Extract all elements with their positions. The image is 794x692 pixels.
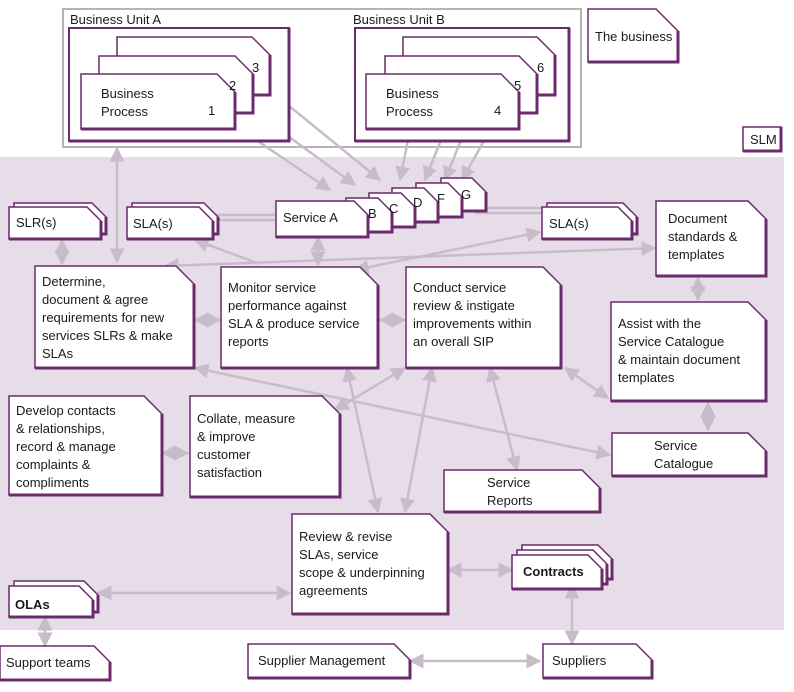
business-process-1-box-edge (81, 92, 237, 131)
slr-box-edge (9, 221, 103, 241)
service-a-label: Service A (283, 210, 338, 225)
develop-label: Develop contacts & relationships, record… (16, 403, 116, 490)
process-number-6: 6 (537, 60, 545, 75)
conduct-box-edge (406, 285, 563, 370)
determine-box-edge (35, 284, 196, 370)
service-b-label: B (368, 206, 377, 221)
conduct-label: Conduct service review & instigate impro… (413, 280, 532, 349)
service-catalogue-label: Service Catalogue (654, 438, 714, 471)
determine-label: Determine, document & agree requirements… (42, 274, 173, 361)
suppliers-box-edge (543, 660, 654, 680)
review-box-edge (292, 532, 450, 616)
sla-right-label: SLA(s) (549, 216, 589, 231)
process-number-5: 5 (514, 78, 522, 93)
process-number-3: 3 (252, 60, 260, 75)
slm-label: SLM (750, 132, 777, 147)
suppliers-label: Suppliers (552, 653, 607, 668)
collate-box-edge (190, 414, 342, 499)
assist-label: Assist with the Service Catalogue & main… (618, 316, 741, 385)
sla-right-box-edge (542, 221, 634, 241)
document-standards-box-edge (656, 219, 768, 278)
review-label: Review & revise SLAs, service scope & un… (299, 529, 425, 598)
business-process-a-label: Business Process (101, 86, 154, 119)
business-unit-a-label: Business Unit A (70, 12, 162, 27)
support-teams-label: Support teams (6, 655, 91, 670)
service-reports-label: Service Reports (487, 475, 533, 508)
slr-label: SLR(s) (16, 215, 57, 230)
supplier-management-label: Supplier Management (258, 653, 386, 668)
monitor-box-edge (221, 285, 380, 370)
service-g-label: G (461, 187, 472, 202)
document-standards-label: Document standards & templates (668, 211, 738, 262)
business-unit-a-box-edge (69, 28, 291, 143)
business-unit-b-box-edge (355, 28, 571, 143)
service-a-box-edge (276, 215, 370, 239)
develop-box-edge (9, 414, 164, 497)
olas-box-edge (9, 600, 95, 619)
process-number-1: 1 (208, 103, 216, 118)
service-d-label: D (413, 195, 423, 210)
business-process-4-box-edge (366, 92, 521, 131)
service-reports-box-edge (444, 488, 602, 514)
business-unit-b-label: Business Unit B (353, 12, 445, 27)
process-number-2: 2 (229, 78, 237, 93)
service-f-label: F (437, 191, 445, 206)
support-teams-box-edge (0, 662, 112, 682)
the-business-box-edge (588, 31, 680, 64)
the-business-label: The business (595, 29, 673, 44)
sla-left-box-edge (127, 221, 215, 241)
slm-box-edge (743, 127, 783, 153)
monitor-label: Monitor service performance against SLA … (228, 280, 360, 349)
service-c-label: C (389, 201, 399, 216)
olas-label: OLAs (15, 597, 50, 612)
collate-label: Collate, measure & improve customer sati… (197, 411, 296, 480)
assist-box-edge (611, 320, 768, 403)
service-catalogue-box-edge (612, 451, 768, 478)
process-number-4: 4 (494, 103, 502, 118)
contracts-label: Contracts (523, 564, 584, 579)
contracts-box-edge (512, 569, 604, 591)
supplier-management-box-edge (248, 660, 412, 680)
business-process-b-label: Business Process (386, 86, 439, 119)
sla-left-label: SLA(s) (133, 216, 173, 231)
